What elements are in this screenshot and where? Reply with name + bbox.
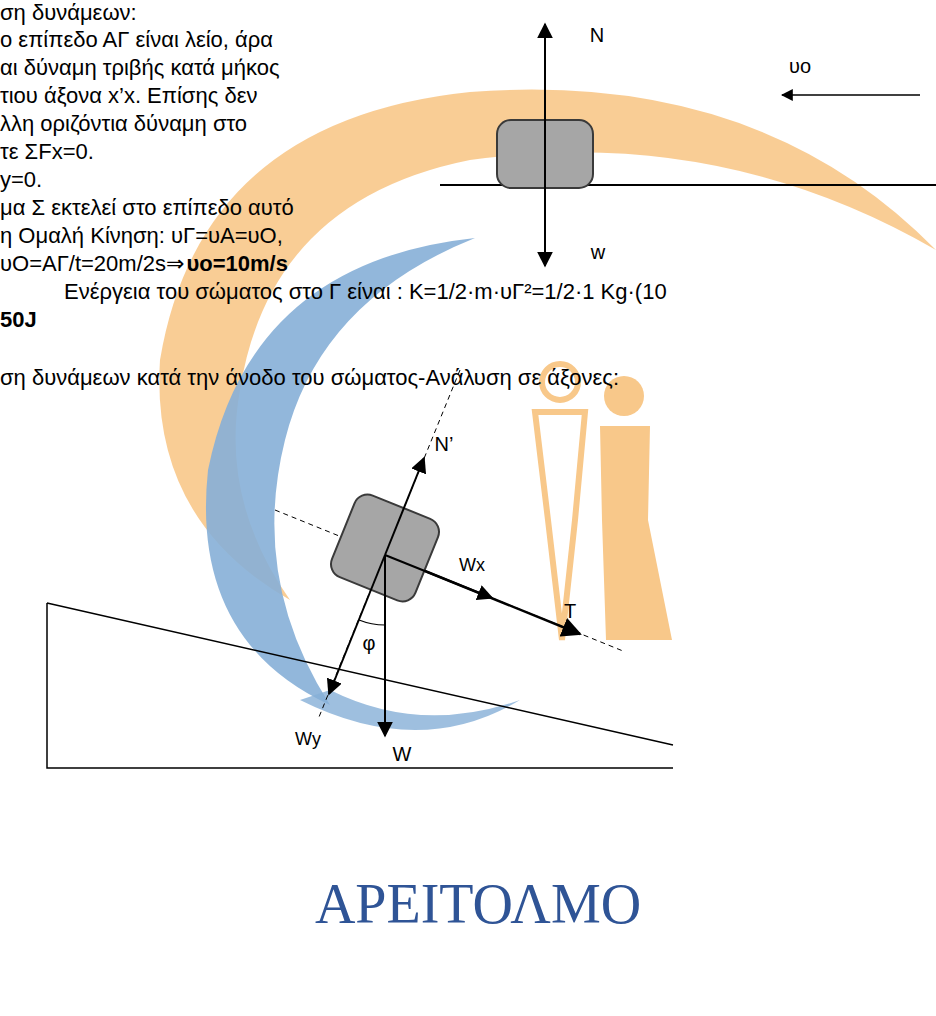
velocity-label: υo bbox=[789, 55, 811, 77]
line-box: αι δύναμη τριβής κατά μήκος bbox=[0, 55, 280, 81]
force-arrow bbox=[385, 458, 424, 555]
force-label-box: W bbox=[393, 742, 412, 766]
angle-label-box: φ bbox=[363, 631, 376, 655]
line-box: υo=10m/s bbox=[186, 251, 287, 277]
force-arrow bbox=[384, 555, 386, 736]
incline-diagram bbox=[47, 370, 673, 768]
force-label: T bbox=[564, 600, 576, 622]
line: η Ομαλή Κίνηση: υΓ=υΑ=υΟ, bbox=[0, 223, 283, 248]
force-label-box: Wy bbox=[295, 729, 321, 751]
force-label-box: w bbox=[591, 240, 605, 264]
line: y=0. bbox=[0, 167, 42, 192]
force-label: N’ bbox=[435, 433, 454, 455]
watermark: ΑΡΕΙΤΟΛΜΟ bbox=[315, 873, 641, 935]
line-box: τιου άξονα x’x. Επίσης δεν bbox=[0, 83, 257, 109]
line-box: η Ομαλή Κίνηση: υΓ=υΑ=υΟ, bbox=[0, 223, 283, 249]
force-label-box: T bbox=[564, 599, 576, 623]
line: λλη οριζόντια δύναμη στο bbox=[0, 111, 247, 136]
line: 50J bbox=[0, 307, 37, 332]
line: υΟ=ΑΓ/t=20m/2s⇒ bbox=[0, 251, 184, 276]
line-box: 50J bbox=[0, 307, 37, 333]
velocity-label-box: υo bbox=[789, 54, 811, 78]
line: ο επίπεδο ΑΓ είναι λείο, άρα bbox=[0, 27, 273, 52]
line-box: ση δυνάμεων κατά την άνοδο του σώματος-Α… bbox=[0, 365, 619, 391]
figure-body bbox=[600, 426, 672, 640]
line-box: μα Σ εκτελεί στο επίπεδο αυτό bbox=[0, 195, 294, 221]
line: αι δύναμη τριβής κατά μήκος bbox=[0, 55, 280, 80]
angle-arc bbox=[359, 620, 385, 625]
force-arrow bbox=[425, 571, 580, 634]
force-arrow bbox=[329, 555, 385, 694]
line-box: λλη οριζόντια δύναμη στο bbox=[0, 111, 247, 137]
force-label-box: Wx bbox=[459, 555, 485, 577]
figure-body bbox=[535, 412, 585, 640]
force-label-box: N bbox=[590, 23, 604, 47]
blue-swirl-tail bbox=[300, 690, 520, 730]
line: ση δυνάμεων κατά την άνοδο του σώματος-Α… bbox=[0, 365, 619, 390]
line: υo=10m/s bbox=[186, 251, 287, 276]
line-box: υΟ=ΑΓ/t=20m/2s⇒ bbox=[0, 251, 184, 277]
force-arrow bbox=[544, 120, 546, 266]
force-label: Wy bbox=[295, 729, 321, 749]
logo-watermark bbox=[159, 90, 936, 730]
axis-dashed bbox=[275, 510, 623, 651]
line-box: ο επίπεδο ΑΓ είναι λείο, άρα bbox=[0, 27, 273, 53]
line: τιου άξονα x’x. Επίσης δεν bbox=[0, 83, 257, 108]
force-label: Wx bbox=[459, 555, 485, 575]
axis-dashed bbox=[319, 370, 460, 717]
line: Ενέργεια του σώματος στο Γ είναι : K=1/2… bbox=[64, 279, 667, 304]
force-label: W bbox=[393, 743, 412, 765]
horizontal-diagram bbox=[440, 24, 936, 266]
line: τε ΣFx=0. bbox=[0, 139, 94, 164]
line: ση δυνάμεων: bbox=[0, 0, 137, 25]
angle-label: φ bbox=[363, 632, 376, 654]
line-box: ση δυνάμεων: bbox=[0, 0, 137, 26]
watermark-box: ΑΡΕΙΤΟΛΜΟ bbox=[315, 871, 641, 938]
line-box: Ενέργεια του σώματος στο Γ είναι : K=1/2… bbox=[64, 279, 667, 305]
velocity-arrow bbox=[782, 94, 920, 96]
force-label-box: N’ bbox=[435, 432, 454, 456]
incline bbox=[47, 603, 673, 768]
line: μα Σ εκτελεί στο επίπεδο αυτό bbox=[0, 195, 294, 220]
blue-swirl bbox=[206, 238, 475, 705]
force-label: N bbox=[590, 24, 604, 46]
line-box: τε ΣFx=0. bbox=[0, 139, 94, 165]
force-label: w bbox=[591, 241, 605, 263]
line-box: y=0. bbox=[0, 167, 42, 193]
